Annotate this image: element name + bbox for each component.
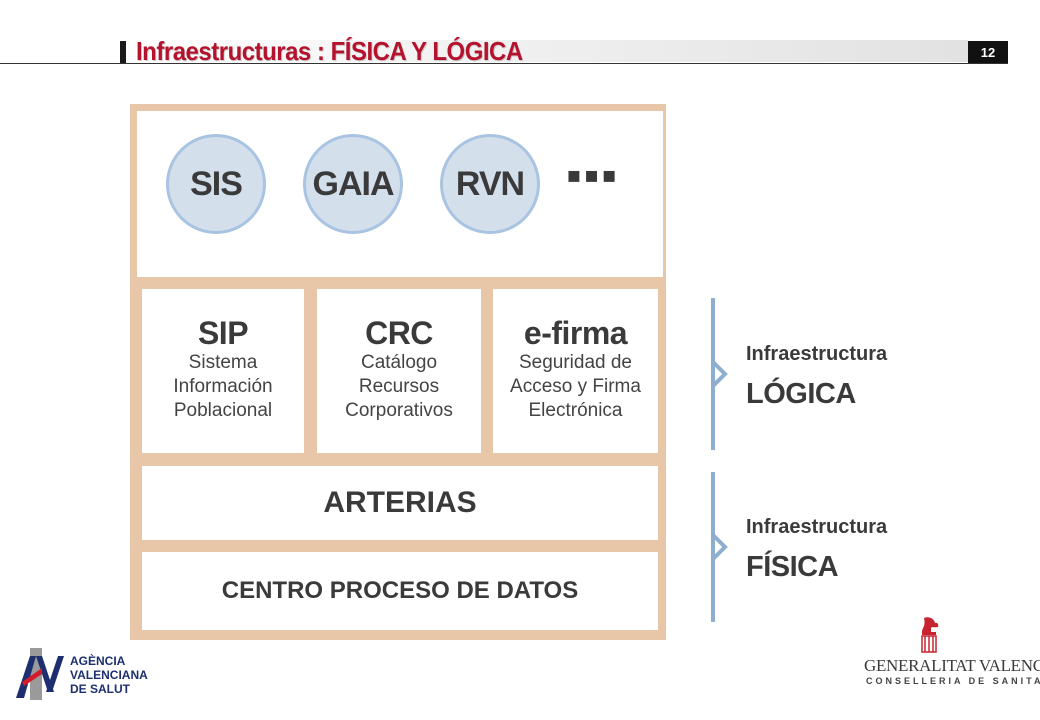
logica-main-label: LÓGICA	[746, 378, 856, 410]
service-desc-line: Sistema	[188, 352, 258, 373]
service-desc-line: Corporativos	[345, 400, 453, 421]
header-marker	[120, 41, 126, 63]
app-circle-gaia: GAIA	[303, 134, 403, 234]
logica-bracket-icon	[711, 298, 728, 450]
page-number: 12	[968, 41, 1008, 63]
fisica-bracket-icon	[711, 472, 728, 622]
avs-logo-text: VALENCIANA	[70, 668, 148, 682]
app-circle-sis: SIS	[166, 134, 266, 234]
logica-sub-label: Infraestructura	[746, 343, 888, 365]
avs-logo-text: AGÈNCIA	[70, 654, 126, 668]
service-box-sip: SIP Sistema Información Poblacional	[142, 289, 304, 453]
header-bar	[126, 40, 968, 62]
conselleria-name: CONSELLERIA DE SANITAT	[866, 676, 1040, 686]
service-desc-line: Electrónica	[528, 400, 623, 421]
data-center-box: CENTRO PROCESO DE DATOS	[142, 552, 658, 630]
header-rule	[0, 63, 1008, 64]
service-desc-line: Información	[173, 376, 273, 397]
service-title: e-firma	[523, 315, 628, 351]
service-title: CRC	[365, 315, 433, 351]
generalitat-crest-icon	[921, 617, 939, 653]
service-desc-line: Recursos	[358, 376, 440, 397]
generalitat-name: GENERALITAT VALENCIANA	[864, 656, 1040, 675]
app-circle-rvn: RVN	[440, 134, 540, 234]
avs-logo-text: DE SALUT	[70, 682, 130, 696]
service-desc-line: Poblacional	[173, 400, 273, 421]
more-applications-ellipsis: ▪▪▪	[566, 151, 619, 200]
service-box-efirma: e-firma Seguridad de Acceso y Firma Elec…	[493, 289, 658, 453]
arterias-box: ARTERIAS	[142, 466, 658, 540]
service-desc-line: Catálogo	[360, 352, 438, 373]
service-desc-line: Acceso y Firma	[510, 376, 641, 397]
fisica-sub-label: Infraestructura	[746, 516, 888, 538]
service-box-crc: CRC Catálogo Recursos Corporativos	[317, 289, 481, 453]
fisica-main-label: FÍSICA	[746, 551, 839, 583]
service-title: SIP	[197, 315, 249, 351]
service-desc-line: Seguridad de	[518, 352, 633, 373]
avs-logo-icon	[16, 648, 64, 700]
page-title: Infraestructuras : FÍSICA Y LÓGICA	[136, 36, 523, 66]
